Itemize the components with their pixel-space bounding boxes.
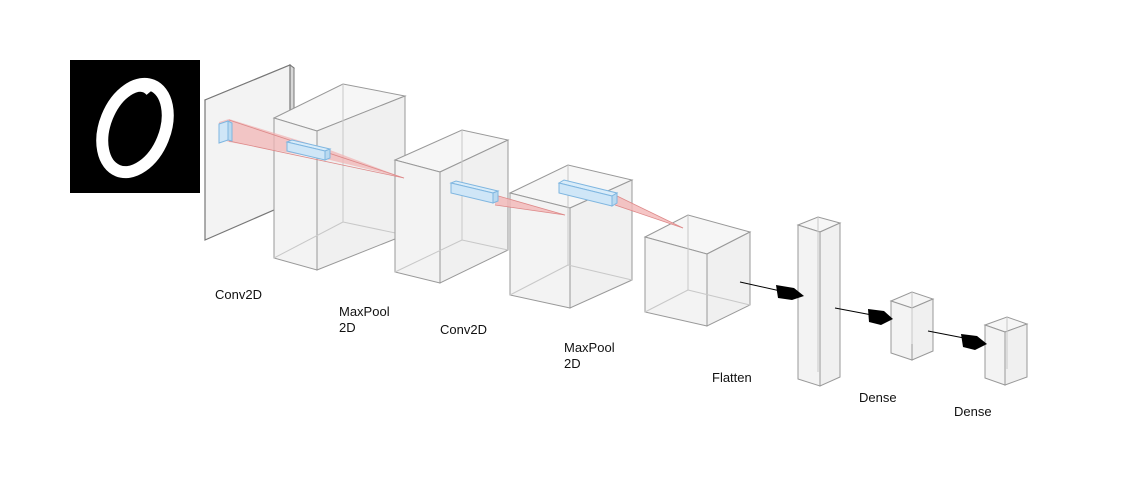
kernel-box-pool2: [557, 179, 619, 207]
arrow-vector-to-dense1: [834, 307, 893, 325]
label-flatten: Flatten: [712, 370, 752, 385]
kernel-box-conv1: [218, 120, 233, 144]
input-digit-image: [70, 60, 200, 193]
label-dense-2: Dense: [954, 404, 992, 419]
label-conv2d-2: Conv2D: [440, 322, 487, 337]
maxpool2d-1-block: [272, 83, 407, 271]
conv2d-2-block: [393, 129, 510, 284]
arrow-flatten-to-vector: [739, 281, 804, 300]
flatten-input-block: [643, 214, 752, 327]
flatten-vector-block: [796, 216, 842, 387]
label-maxpool2d-1: MaxPool 2D: [339, 304, 390, 335]
kernel-box-pool1: [285, 139, 332, 161]
maxpool2d-2-block: [508, 164, 634, 309]
label-dense-1: Dense: [859, 390, 897, 405]
kernel-box-conv2: [449, 180, 500, 204]
dense-2-block: [983, 316, 1029, 386]
dense-1-block: [889, 291, 935, 361]
arrow-dense1-to-dense2: [927, 330, 987, 350]
label-conv2d-1: Conv2D: [215, 287, 262, 302]
label-maxpool2d-2: MaxPool 2D: [564, 340, 615, 371]
kernel-projection-3: [614, 194, 684, 229]
kernel-projection-2: [494, 194, 566, 216]
